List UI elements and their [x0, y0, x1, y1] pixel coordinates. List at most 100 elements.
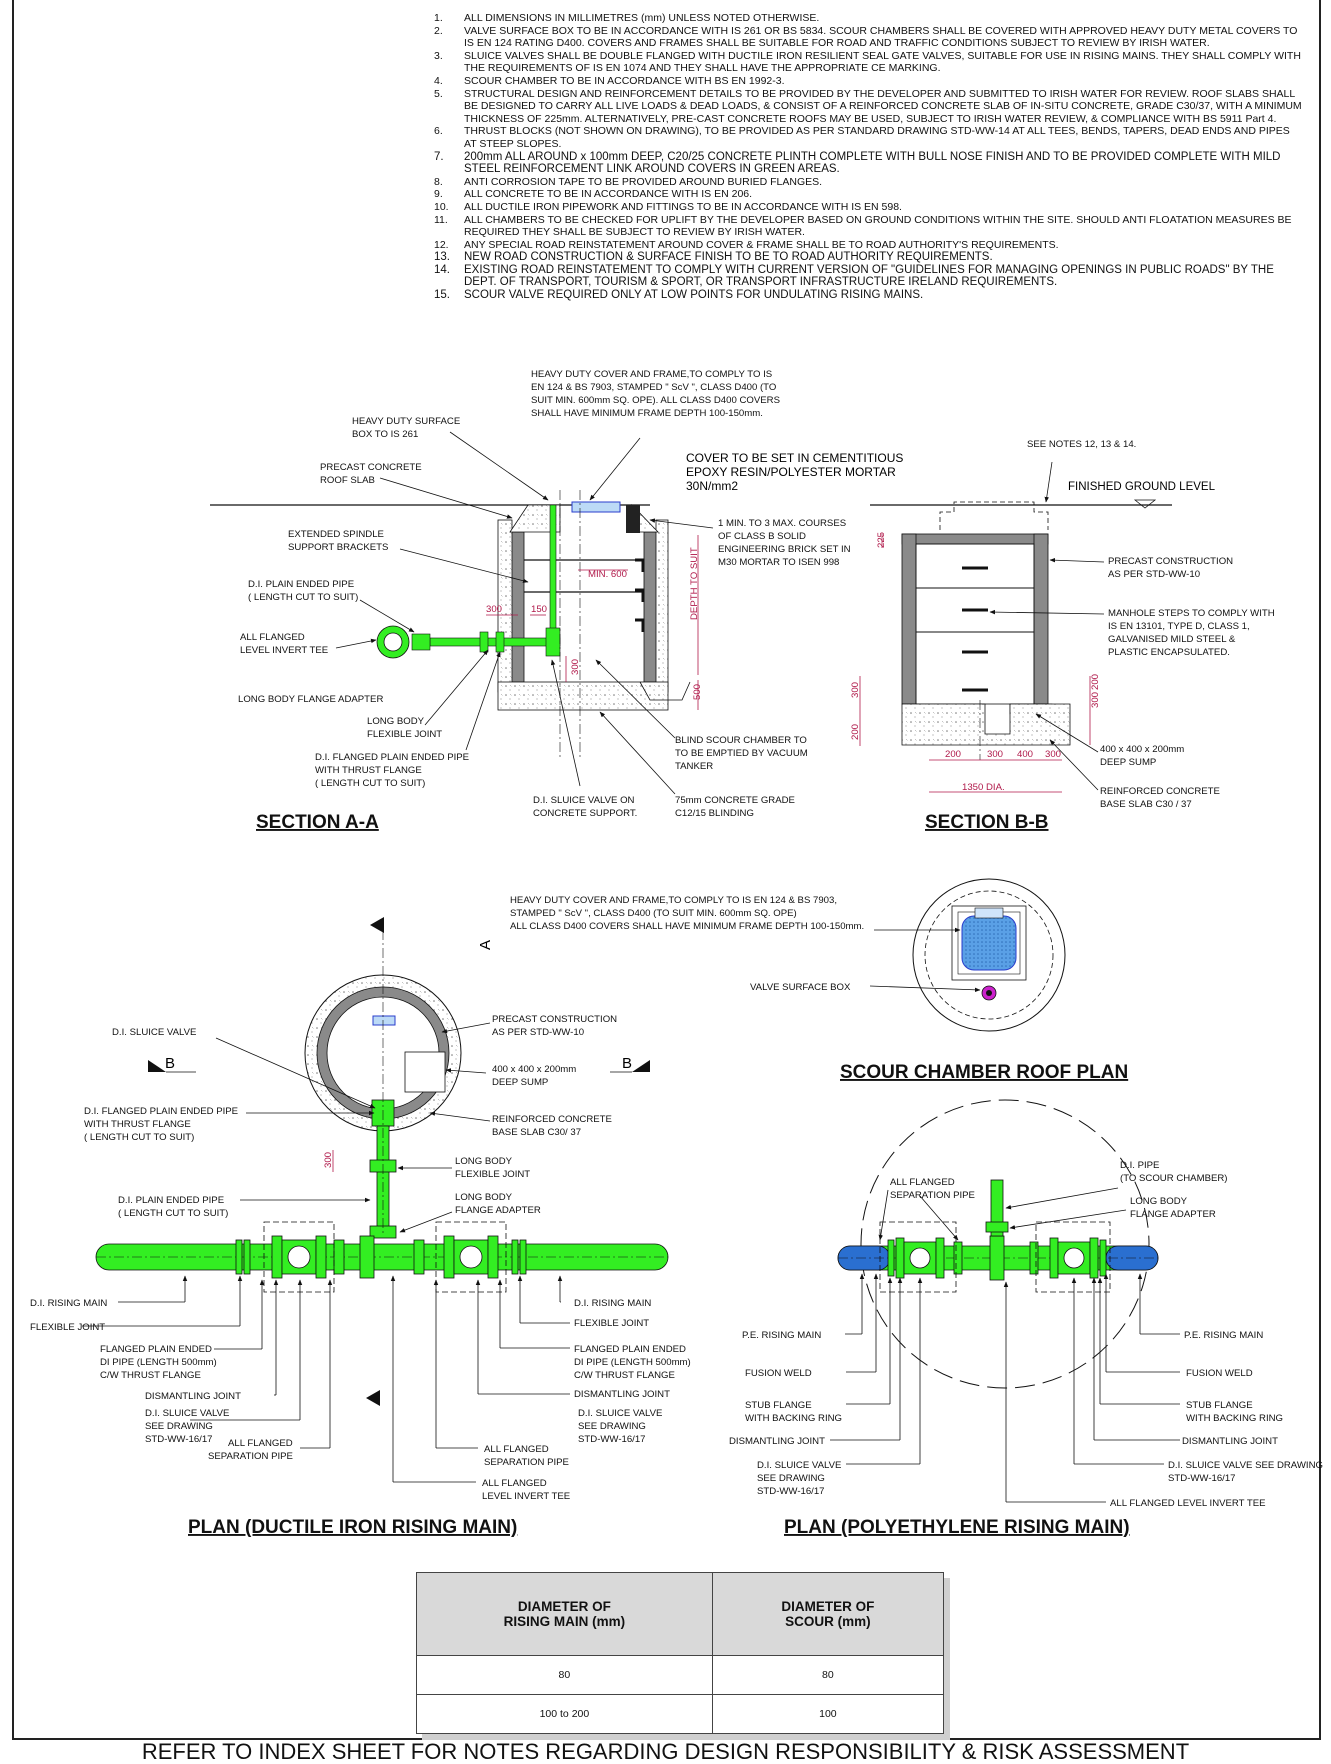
di-adapter-1: LONG BODY [455, 1192, 513, 1203]
di-fpe-right-3: C/W THRUST FLANGE [574, 1370, 675, 1381]
aa-thrust-pipe-3: ( LENGTH CUT TO SUIT) [315, 778, 425, 789]
scour-diameter-table: DIAMETER OF RISING MAIN (mm) DIAMETER OF… [416, 1572, 945, 1734]
note-item: 6.THRUST BLOCKS (NOT SHOWN ON DRAWING), … [434, 125, 1304, 150]
aa-thrust-pipe-2: WITH THRUST FLANGE [315, 765, 422, 776]
di-tee-2: LEVEL INVERT TEE [482, 1491, 570, 1502]
pe-sluice-left-2: SEE DRAWING [757, 1473, 825, 1484]
roof-surface-box: VALVE SURFACE BOX [750, 982, 851, 993]
di-flex-2: FLEXIBLE JOINT [455, 1169, 530, 1180]
di-sluice-left-3: STD-WW-16/17 [145, 1434, 213, 1445]
pe-fusion-left: FUSION WELD [745, 1368, 812, 1379]
note-number: 4. [434, 74, 443, 87]
note-text: STRUCTURAL DESIGN AND REINFORCEMENT DETA… [464, 87, 1302, 125]
pe-stub-right-1: STUB FLANGE [1186, 1400, 1253, 1411]
pe-adapter-1: LONG BODY [1130, 1196, 1188, 1207]
aa-plain-pipe-2: ( LENGTH CUT TO SUIT) [248, 592, 358, 603]
table-row: 80 80 [416, 1655, 945, 1695]
aa-mortar-2: EPOXY RESIN/POLYESTER MORTAR [686, 465, 896, 479]
di-sep-left-1: ALL FLANGED [228, 1438, 293, 1449]
di-thrust-1: D.I. FLANGED PLAIN ENDED PIPE [84, 1106, 238, 1117]
di-thrust-3: ( LENGTH CUT TO SUIT) [84, 1132, 194, 1143]
pe-fusion-right: FUSION WELD [1186, 1368, 1253, 1379]
bb-see-notes: SEE NOTES 12, 13 & 14. [1027, 439, 1136, 450]
di-fpe-left-2: DI PIPE (LENGTH 500mm) [100, 1357, 217, 1368]
sheet-border-right [1319, 0, 1321, 1740]
di-sump-1: 400 x 400 x 200mm [492, 1064, 576, 1075]
aa-cover-note-2: EN 124 & BS 7903, STAMPED " ScV ", CLASS… [531, 382, 776, 393]
pe-dismantle-left: DISMANTLING JOINT [729, 1436, 825, 1447]
di-base-2: BASE SLAB C30/ 37 [492, 1127, 581, 1138]
title-section-bb: SECTION B-B [925, 812, 1049, 833]
pe-rising-left: P.E. RISING MAIN [742, 1330, 821, 1341]
title-roof-plan: SCOUR CHAMBER ROOF PLAN [840, 1062, 1128, 1083]
bb-ground: FINISHED GROUND LEVEL [1068, 481, 1216, 493]
aa-tee-1: ALL FLANGED [240, 632, 305, 643]
di-plain-2: ( LENGTH CUT TO SUIT) [118, 1208, 228, 1219]
table-header-scour: DIAMETER OF SCOUR (mm) [711, 1572, 945, 1656]
note-text: SCOUR CHAMBER TO BE IN ACCORDANCE WITH B… [464, 74, 785, 87]
note-number: 2. [434, 24, 443, 37]
note-item: 8.ANTI CORROSION TAPE TO BE PROVIDED ARO… [434, 176, 1304, 189]
title-plan-di: PLAN (DUCTILE IRON RISING MAIN) [188, 1517, 517, 1538]
di-sluice-right-1: D.I. SLUICE VALVE [578, 1408, 662, 1419]
note-number: 13. [434, 251, 450, 264]
roof-plan-drawing [869, 878, 1066, 1032]
pe-sep-1: ALL FLANGED [890, 1177, 955, 1188]
bb-precast-1: PRECAST CONSTRUCTION [1108, 556, 1233, 567]
aa-tee-2: LEVEL INVERT TEE [240, 645, 328, 656]
aa-brick-4: M30 MORTAR TO ISEN 998 [718, 557, 839, 568]
di-base-1: REINFORCED CONCRETE [492, 1114, 612, 1125]
di-flex-left: FLEXIBLE JOINT [30, 1322, 105, 1333]
dim-500-aa: 500 [692, 684, 703, 700]
aa-sluice-support-2: CONCRETE SUPPORT. [533, 808, 637, 819]
dim-150-aa: 150 [531, 604, 547, 615]
aa-spindle-1: EXTENDED SPINDLE [288, 529, 384, 540]
di-adapter-2: FLANGE ADAPTER [455, 1205, 541, 1216]
aa-blinding-1: 75mm CONCRETE GRADE [675, 795, 795, 806]
di-fpe-left-3: C/W THRUST FLANGE [100, 1370, 201, 1381]
note-item: 4. SCOUR CHAMBER TO BE IN ACCORDANCE WITH… [434, 75, 1304, 88]
table-cell: 80 [416, 1655, 713, 1695]
pe-tee: ALL FLANGED LEVEL INVERT TEE [1110, 1498, 1266, 1509]
aa-blind-chamber-1: BLIND SCOUR CHAMBER TO [675, 735, 807, 746]
dim-w200: 200 [945, 749, 961, 760]
di-flex-right: FLEXIBLE JOINT [574, 1318, 649, 1329]
note-text: ANTI CORROSION TAPE TO BE PROVIDED AROUN… [464, 175, 823, 188]
bb-base-1: REINFORCED CONCRETE [1100, 786, 1220, 797]
title-section-aa: SECTION A-A [256, 812, 379, 833]
note-text: NEW ROAD CONSTRUCTION & SURFACE FINISH T… [464, 251, 993, 264]
bb-precast-2: AS PER STD-WW-10 [1108, 569, 1200, 580]
aa-flex-joint-2: FLEXIBLE JOINT [367, 729, 442, 740]
aa-brick-2: OF CLASS B SOLID [718, 531, 806, 542]
general-notes: 1.ALL DIMENSIONS IN MILLIMETRES (mm) UNL… [434, 12, 1304, 302]
pe-sluice-right-1: D.I. SLUICE VALVE SEE DRAWING [1168, 1460, 1323, 1471]
aa-roof-slab-1: PRECAST CONCRETE [320, 462, 422, 473]
note-number: 14. [434, 263, 450, 276]
table-cell: 80 [711, 1655, 945, 1695]
plan-pe-drawing [830, 1099, 1180, 1503]
roof-cover-note-1: HEAVY DUTY COVER AND FRAME,TO COMPLY TO … [510, 895, 837, 906]
aa-mortar-3: 30N/mm2 [686, 479, 738, 493]
bb-sump-2: DEEP SUMP [1100, 757, 1156, 768]
bb-steps-3: GALVANISED MILD STEEL & [1108, 634, 1236, 645]
sheet-border-bottom [12, 1738, 1321, 1740]
aa-thrust-pipe-1: D.I. FLANGED PLAIN ENDED PIPE [315, 752, 469, 763]
aa-surface-box-2: BOX TO IS 261 [352, 429, 418, 440]
note-text: THRUST BLOCKS (NOT SHOWN ON DRAWING), TO… [464, 125, 1290, 150]
dim-1350-dia: 1350 DIA. [962, 782, 1005, 793]
pe-sluice-left-3: STD-WW-16/17 [757, 1486, 825, 1497]
aa-roof-slab-2: ROOF SLAB [320, 475, 375, 486]
note-item: 11.ALL CHAMBERS TO BE CHECKED FOR UPLIFT… [434, 214, 1304, 239]
di-sluice-left-1: D.I. SLUICE VALVE [145, 1408, 229, 1419]
note-item: 3.SLUICE VALVES SHALL BE DOUBLE FLANGED … [434, 50, 1304, 75]
di-sluice-left-2: SEE DRAWING [145, 1421, 213, 1432]
dim-r300: 300 [1090, 692, 1101, 708]
aa-plain-pipe-1: D.I. PLAIN ENDED PIPE [248, 579, 354, 590]
aa-cover-note-3: SUIT MIN. 600mm SQ. OPE). ALL CLASS D400… [531, 395, 780, 406]
table-cell: 100 to 200 [416, 1694, 713, 1734]
aa-flange-adapter: LONG BODY FLANGE ADAPTER [238, 694, 383, 705]
pe-pipe-1: D.I. PIPE [1120, 1160, 1159, 1171]
dim-225-bb: 225 [876, 532, 887, 548]
pe-sep-2: SEPARATION PIPE [890, 1190, 975, 1201]
